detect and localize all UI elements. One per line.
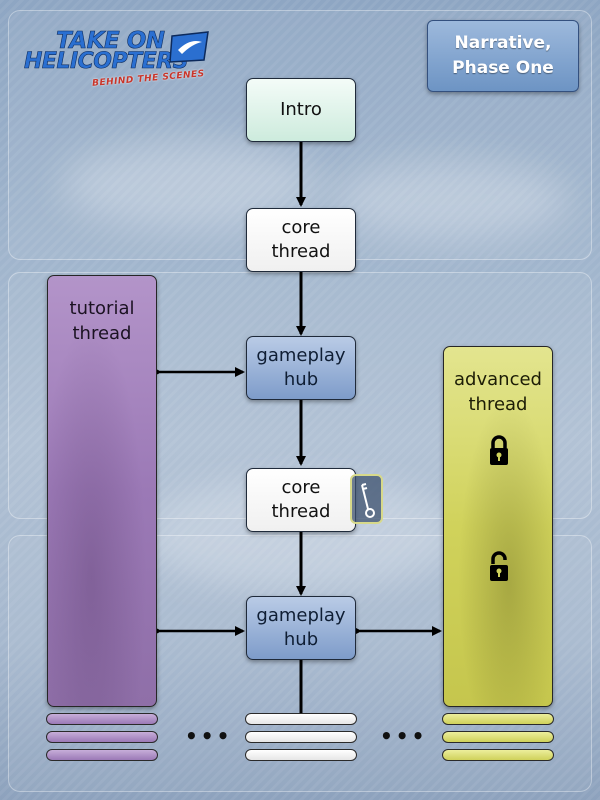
- core-thread-label-1: core thread: [271, 217, 331, 262]
- core-thread-label-2: core thread: [271, 477, 331, 522]
- key-box: [350, 474, 383, 524]
- intro-node: Intro: [246, 78, 356, 142]
- background-cloud: [330, 160, 570, 240]
- game-logo: TAKE ON HELICOPTERS BEHIND THE SCENES: [20, 20, 220, 100]
- gameplay-hub-node-1: gameplay hub: [246, 336, 356, 400]
- advanced-continuation-bar: [442, 713, 554, 725]
- tutorial-thread-label: tutorial thread: [69, 298, 135, 344]
- core-continuation-bar: [245, 749, 357, 761]
- logo-line1: TAKE ON: [56, 28, 166, 55]
- tutorial-continuation-bar: [46, 731, 158, 743]
- tutorial-continuation-bar: [46, 713, 158, 725]
- gameplay-hub-node-2: gameplay hub: [246, 596, 356, 660]
- intro-label: Intro: [280, 99, 322, 120]
- narrative-title-box: Narrative, Phase One: [427, 20, 579, 92]
- key-icon: [361, 483, 375, 518]
- tutorial-thread-column: tutorial thread: [47, 275, 157, 707]
- advanced-continuation-bar: [442, 731, 554, 743]
- ellipsis-right: •••: [380, 724, 428, 748]
- lock-closed-icon: [490, 435, 508, 465]
- gameplay-hub-label-2: gameplay hub: [256, 605, 346, 650]
- core-continuation-bar: [245, 731, 357, 743]
- helicopter-swoosh-logo-icon: [169, 31, 209, 63]
- logo-line2: HELICOPTERS: [24, 49, 189, 75]
- advanced-thread-label: advanced thread: [454, 369, 542, 415]
- ellipsis-left: •••: [185, 724, 233, 748]
- title-line1: Narrative,: [454, 33, 552, 53]
- advanced-continuation-bar: [442, 749, 554, 761]
- core-thread-node-1: core thread: [246, 208, 356, 272]
- gameplay-hub-label-1: gameplay hub: [256, 345, 346, 390]
- title-line2: Phase One: [452, 58, 554, 78]
- core-thread-node-2: core thread: [246, 468, 356, 532]
- core-continuation-bar: [245, 713, 357, 725]
- advanced-thread-column: advanced thread: [443, 346, 553, 707]
- tutorial-continuation-bar: [46, 749, 158, 761]
- lock-open-icon: [490, 551, 508, 581]
